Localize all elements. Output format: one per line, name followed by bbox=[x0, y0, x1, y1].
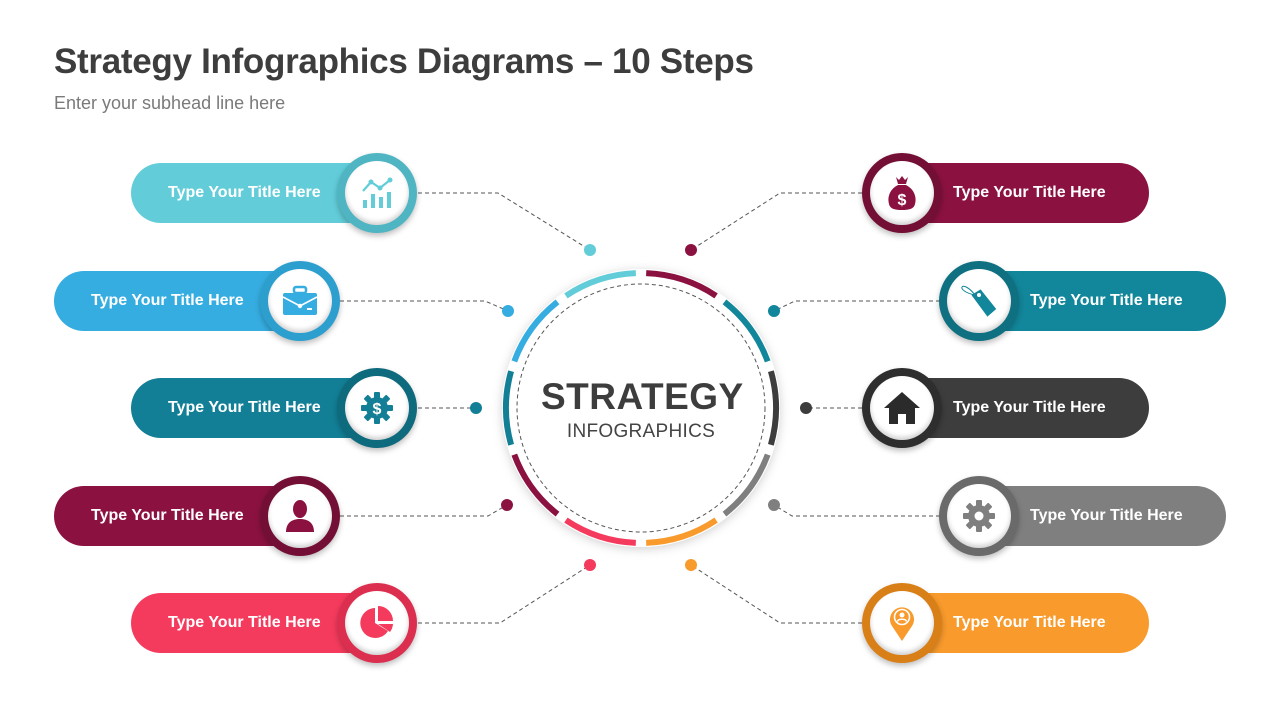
gear-dollar-icon: $ bbox=[361, 392, 393, 424]
step-7-badge bbox=[939, 261, 1019, 341]
step-5-label: Type Your Title Here bbox=[168, 614, 321, 631]
connector-lines bbox=[340, 192, 940, 624]
step-4-label: Type Your Title Here bbox=[91, 507, 244, 524]
step-6-badge: $ bbox=[862, 153, 942, 233]
center-circle bbox=[502, 269, 780, 547]
step-9-pill[interactable]: Type Your Title Here bbox=[976, 486, 1226, 546]
money-bag-icon: $ bbox=[888, 176, 916, 210]
svg-text:$: $ bbox=[898, 192, 907, 209]
center-title: STRATEGY bbox=[541, 376, 744, 417]
step-10-label: Type Your Title Here bbox=[953, 614, 1106, 631]
step-4-badge bbox=[260, 476, 340, 556]
briefcase-icon bbox=[282, 285, 318, 315]
step-10-badge bbox=[862, 583, 942, 663]
step-9-badge bbox=[939, 476, 1019, 556]
connector-dots bbox=[470, 244, 812, 571]
location-pin-icon bbox=[890, 607, 914, 641]
step-1-badge bbox=[337, 153, 417, 233]
home-icon bbox=[884, 392, 920, 424]
page-title: Strategy Infographics Diagrams – 10 Step… bbox=[54, 42, 754, 81]
step-7-label: Type Your Title Here bbox=[1030, 292, 1183, 309]
price-tag-icon bbox=[961, 285, 997, 317]
step-3-badge: $ bbox=[337, 368, 417, 448]
step-3-label: Type Your Title Here bbox=[168, 399, 321, 416]
step-8-label: Type Your Title Here bbox=[953, 399, 1106, 416]
svg-text:$: $ bbox=[373, 401, 382, 418]
step-6-label: Type Your Title Here bbox=[953, 184, 1106, 201]
step-1-label: Type Your Title Here bbox=[168, 184, 321, 201]
ring-segments bbox=[503, 270, 779, 546]
center-subtitle: INFOGRAPHICS bbox=[566, 421, 716, 442]
chart-growth-icon bbox=[362, 177, 393, 208]
user-icon bbox=[286, 500, 314, 532]
page-subtitle: Enter your subhead line here bbox=[54, 93, 286, 113]
step-8-badge bbox=[862, 368, 942, 448]
step-2-label: Type Your Title Here bbox=[91, 292, 244, 309]
pie-chart-icon bbox=[360, 606, 393, 638]
step-5-badge bbox=[337, 583, 417, 663]
gear-icon bbox=[963, 500, 995, 532]
step-9-label: Type Your Title Here bbox=[1030, 507, 1183, 524]
step-2-badge bbox=[260, 261, 340, 341]
